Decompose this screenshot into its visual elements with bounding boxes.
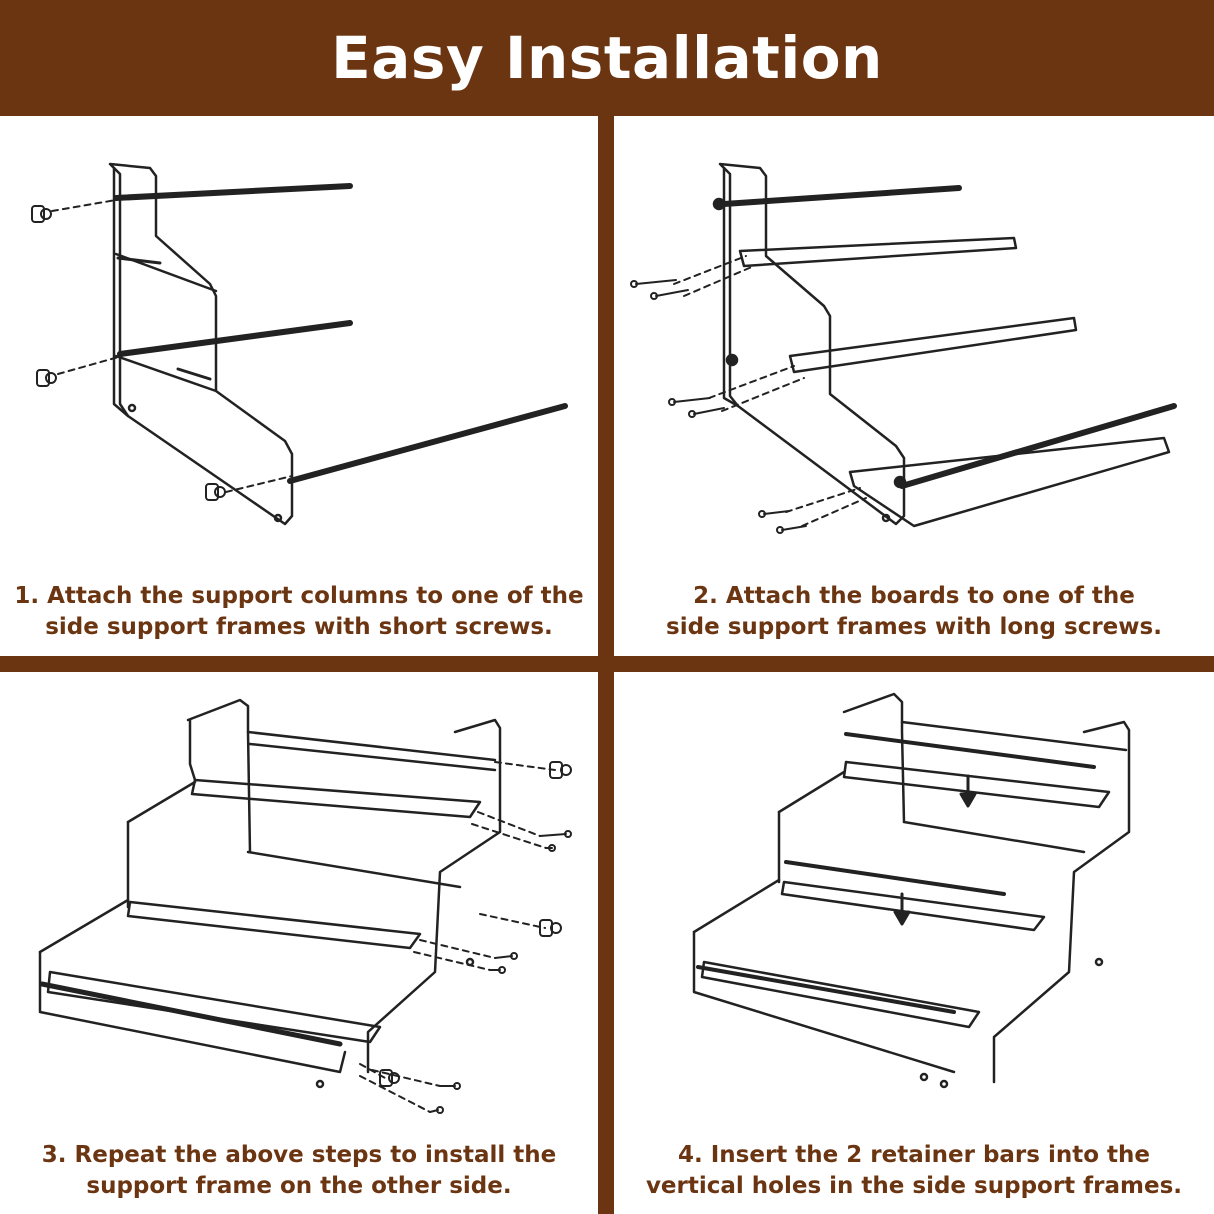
step-3-panel: 3. Repeat the above steps to install the… (0, 672, 598, 1214)
step-4-illustration (692, 692, 1131, 1089)
step-1-caption: 1. Attach the support columns to one of … (0, 581, 598, 643)
step-4-caption-line-1: 4. Insert the 2 retainer bars into the (677, 1142, 1151, 1168)
step-1-panel: 1. Attach the support columns to one of … (0, 116, 598, 656)
step-1-illustration (31, 162, 568, 526)
step-4-caption-line-2: vertical holes in the side support frame… (645, 1173, 1183, 1199)
step-1-caption-line-1: 1. Attach the support columns to one of … (14, 583, 584, 609)
long-screw-icon (630, 279, 807, 534)
step-1-caption-line-2: side support frames with short screws. (45, 614, 553, 640)
step-2-panel: 2. Attach the boards to one of the side … (614, 116, 1214, 656)
step-2-caption: 2. Attach the boards to one of the side … (614, 581, 1214, 643)
step-2-illustration (630, 162, 1177, 534)
step-3-caption: 3. Repeat the above steps to install the… (0, 1140, 598, 1202)
short-screw-icon (31, 205, 226, 501)
header-banner: Easy Installation (0, 0, 1214, 116)
step-3-caption-line-2: support frame on the other side. (86, 1173, 512, 1199)
step-4-caption: 4. Insert the 2 retainer bars into the v… (614, 1140, 1214, 1202)
step-2-caption-line-1: 2. Attach the boards to one of the (693, 583, 1135, 609)
step-3-caption-line-1: 3. Repeat the above steps to install the (41, 1142, 557, 1168)
step-2-caption-line-2: side support frames with long screws. (666, 614, 1162, 640)
down-arrow-icon (893, 774, 977, 926)
step-4-panel: 4. Insert the 2 retainer bars into the v… (614, 672, 1214, 1214)
step-3-illustration (38, 698, 572, 1114)
page-title: Easy Installation (331, 24, 883, 92)
screw-icon (379, 761, 572, 1114)
